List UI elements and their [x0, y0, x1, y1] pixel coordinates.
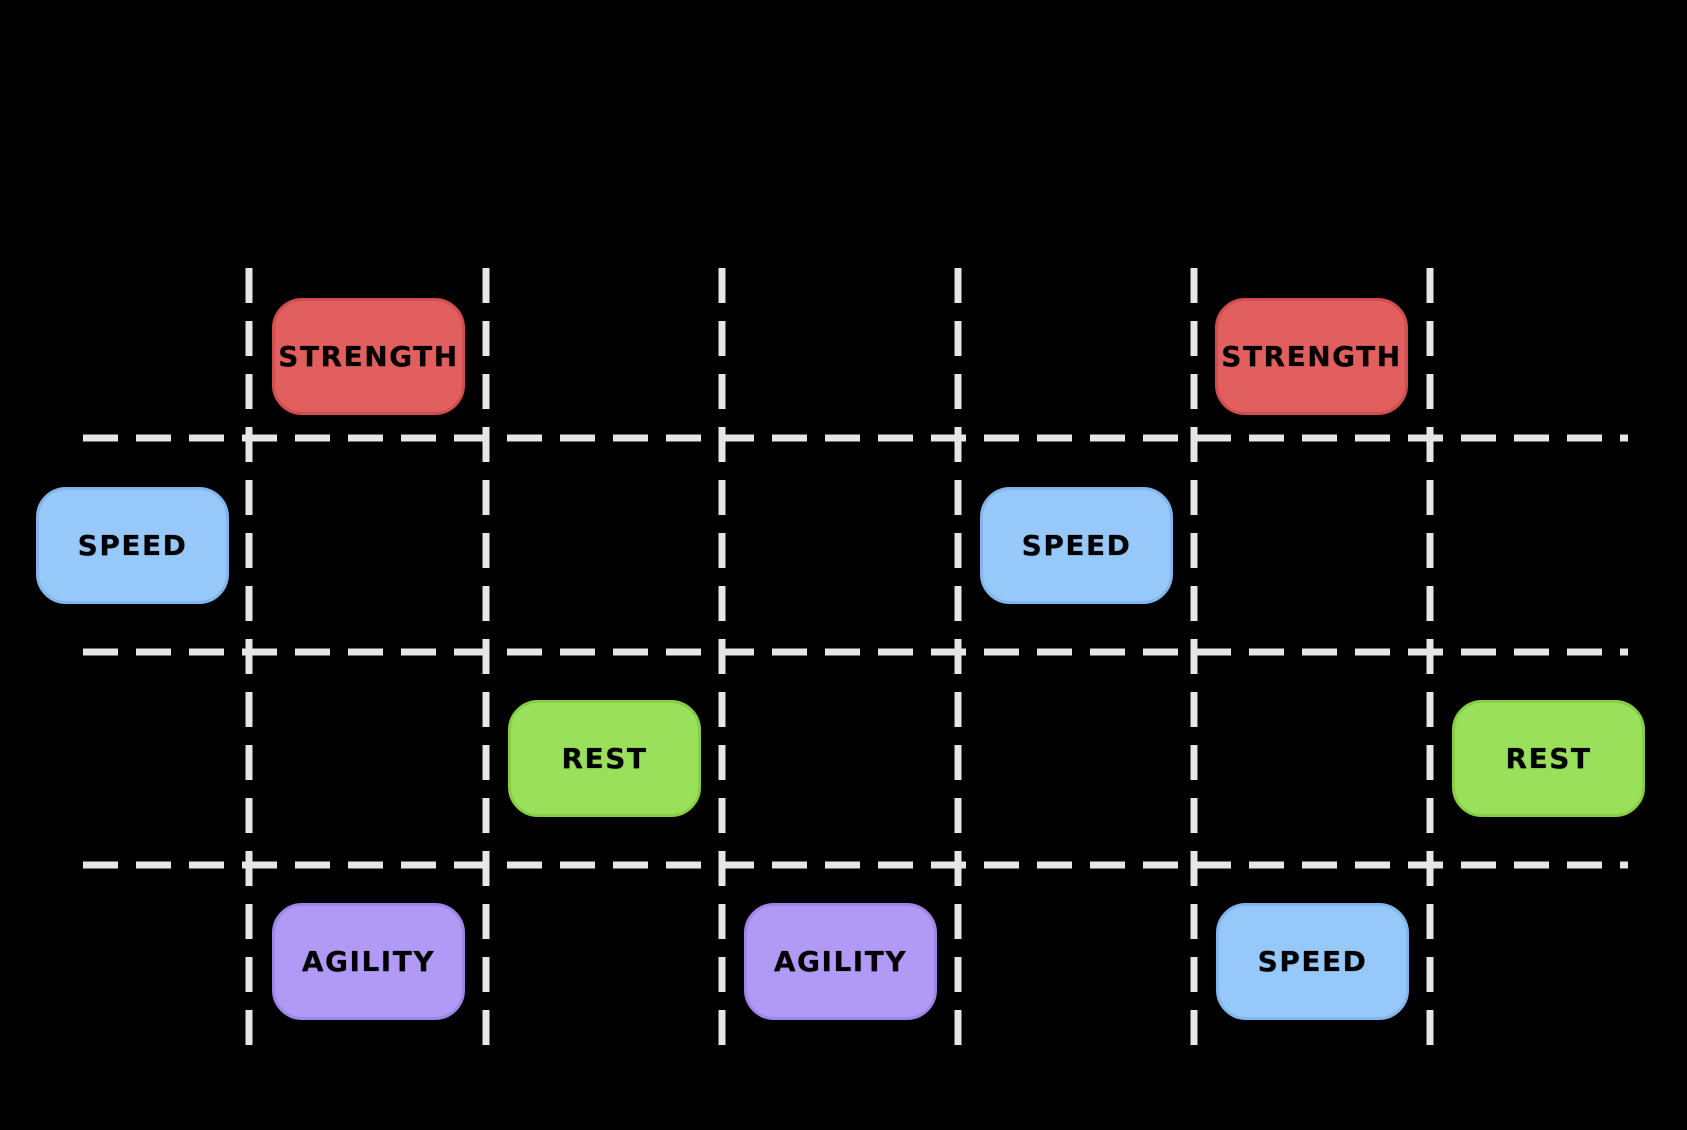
pill-speed: SPEED [1216, 903, 1409, 1020]
pill-strength: STRENGTH [272, 298, 465, 415]
pill-label: AGILITY [773, 945, 908, 978]
pill-label: SPEED [1021, 529, 1132, 562]
pill-label: SPEED [1257, 945, 1368, 978]
pill-label: SPEED [77, 529, 188, 562]
pill-strength: STRENGTH [1215, 298, 1408, 415]
pill-speed: SPEED [36, 487, 229, 604]
pill-label: REST [1505, 742, 1592, 775]
pill-speed: SPEED [980, 487, 1173, 604]
pill-rest: REST [1452, 700, 1645, 817]
pill-label: AGILITY [301, 945, 436, 978]
pill-agility: AGILITY [272, 903, 465, 1020]
pill-label: STRENGTH [278, 340, 459, 373]
pill-agility: AGILITY [744, 903, 937, 1020]
pill-rest: REST [508, 700, 701, 817]
pill-label: STRENGTH [1221, 340, 1402, 373]
pill-label: REST [561, 742, 648, 775]
